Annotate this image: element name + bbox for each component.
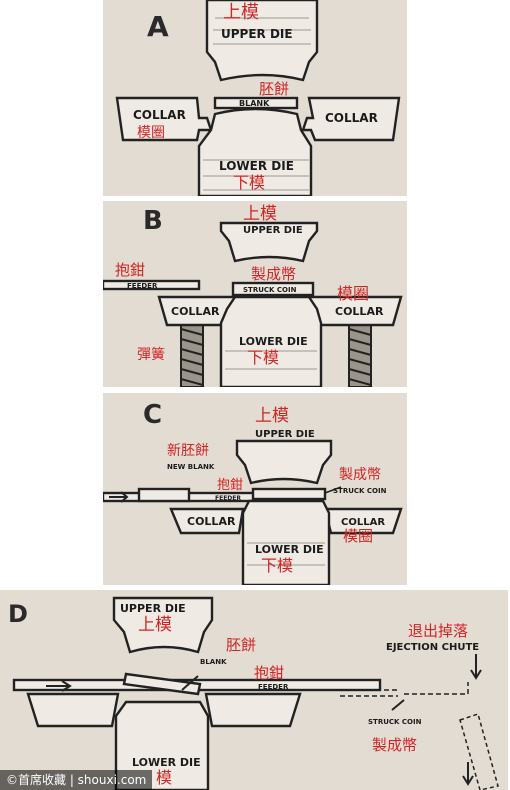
spring-zh: 彈簧 <box>137 347 165 363</box>
collar-left <box>26 692 120 728</box>
struck-coin <box>231 281 315 297</box>
feeder-label: FEEDER <box>258 683 289 691</box>
spring-left <box>180 322 204 387</box>
feeder-zh: 抱鉗 <box>254 664 284 682</box>
new-blank <box>137 487 191 503</box>
lower-die-label: LOWER DIE <box>255 543 324 556</box>
struck-coin-label: STRUCK COIN <box>243 286 297 294</box>
upper-die-zh: 上模 <box>223 2 259 23</box>
upper-die-label: UPPER DIE <box>221 27 293 41</box>
ejection-chute-zh: 退出掉落 <box>408 622 468 640</box>
feeder-zh: 抱鉗 <box>115 261 145 279</box>
panel-b-drawing: B 上模 UPPER DIE 抱鉗 FEEDER 製成幣 STRUCK COIN… <box>103 204 403 387</box>
upper-die <box>219 221 319 263</box>
upper-die-label: UPPER DIE <box>120 602 186 615</box>
upper-die-label: UPPER DIE <box>255 429 315 440</box>
collar-left <box>169 507 245 535</box>
blank-label: BLANK <box>239 99 270 108</box>
panel-a-letter: A <box>147 10 169 43</box>
collar-left-label: COLLAR <box>171 305 220 318</box>
collar-left-label: COLLAR <box>133 108 186 122</box>
collar-right-label: COLLAR <box>335 305 384 318</box>
lower-die-zh: 下模 <box>247 348 279 367</box>
upper-die-label: UPPER DIE <box>243 225 303 236</box>
collar-right <box>204 692 302 728</box>
panel-d-letter: D <box>8 600 28 628</box>
blank <box>122 672 202 696</box>
collar-zh: 模圈 <box>337 284 369 303</box>
panel-d: D UPPER DIE 上模 胚餅 BLANK 抱鉗 FEEDER 退出掉落 E… <box>0 590 508 790</box>
blank-zh: 胚餅 <box>226 636 256 654</box>
lower-die <box>197 107 313 196</box>
struck-coin-zh: 製成幣 <box>339 467 381 483</box>
collar-right-label: COLLAR <box>325 111 378 125</box>
blank-label: BLANK <box>200 658 227 666</box>
upper-die <box>235 439 333 485</box>
new-blank-zh: 新胚餅 <box>167 442 209 459</box>
upper-die <box>112 596 214 654</box>
blank-zh: 胚餅 <box>259 80 289 98</box>
struck-coin-zh: 製成幣 <box>372 736 417 754</box>
watermark: ©首席收藏 | shouxi.com <box>0 770 153 790</box>
collar-zh: 模圈 <box>137 125 165 141</box>
panel-b: B 上模 UPPER DIE 抱鉗 FEEDER 製成幣 STRUCK COIN… <box>103 201 407 387</box>
feeder-zh: 抱鉗 <box>217 477 243 493</box>
lower-die-zh: 下模 <box>261 556 293 575</box>
lower-die <box>219 295 323 387</box>
panel-c-letter: C <box>143 400 162 430</box>
lower-die-zh: 模 <box>156 768 172 787</box>
struck-coin-label: STRUCK COIN <box>368 718 422 726</box>
lower-die-zh: 下模 <box>233 173 265 192</box>
collar-right-label: COLLAR <box>341 517 385 528</box>
panel-c-drawing: C 上模 UPPER DIE 新胚餅 NEW BLANK 抱鉗 FEEDER 製… <box>103 400 403 585</box>
collar-left-label: COLLAR <box>187 515 236 528</box>
ejection-chute <box>459 654 499 790</box>
collar-zh: 模圈 <box>343 527 373 545</box>
panel-a-drawing: A 上模 UPPER DIE 胚餅 BLANK COLLAR 模圈 COLLAR… <box>115 0 401 196</box>
lower-die-label: LOWER DIE <box>132 756 201 769</box>
collar-right <box>301 96 401 142</box>
panel-b-letter: B <box>143 206 163 236</box>
lower-die <box>114 700 210 790</box>
spring-right <box>348 322 372 387</box>
new-blank-label: NEW BLANK <box>167 463 215 471</box>
struck-coin <box>251 487 327 501</box>
lower-die-label: LOWER DIE <box>219 159 294 173</box>
struck-coin-label: STRUCK COIN <box>333 487 387 495</box>
panel-a: A 上模 UPPER DIE 胚餅 BLANK COLLAR 模圈 COLLAR… <box>103 0 407 196</box>
upper-die-zh: 上模 <box>255 406 289 426</box>
upper-die-zh: 上模 <box>138 615 172 635</box>
ejection-chute-label: EJECTION CHUTE <box>386 642 479 653</box>
feeder-label: FEEDER <box>215 495 241 502</box>
panel-d-drawing: D UPPER DIE 上模 胚餅 BLANK 抱鉗 FEEDER 退出掉落 E… <box>8 596 499 790</box>
feeder <box>103 279 201 291</box>
panel-c: C 上模 UPPER DIE 新胚餅 NEW BLANK 抱鉗 FEEDER 製… <box>103 393 407 585</box>
feeder-label: FEEDER <box>127 282 158 290</box>
upper-die <box>205 0 319 82</box>
struck-coin-zh: 製成幣 <box>251 265 296 283</box>
upper-die-zh: 上模 <box>243 204 277 224</box>
lower-die-label: LOWER DIE <box>239 335 308 348</box>
